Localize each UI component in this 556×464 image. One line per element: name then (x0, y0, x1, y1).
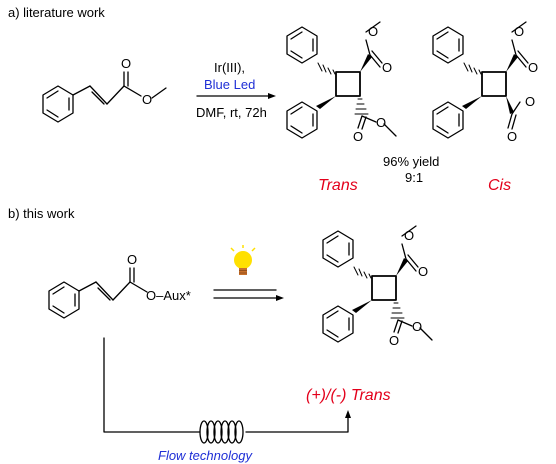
trans-ester-o2: O (382, 60, 392, 75)
reaction-conditions: DMF, rt, 72h (196, 105, 267, 120)
ester-o-label: O (142, 92, 152, 107)
flow-arrowhead (345, 410, 351, 418)
cinnamate-aux-structure (48, 267, 148, 319)
trans-ester-o1: O (368, 24, 378, 39)
flow-line-right (245, 417, 349, 433)
section-a-label: a) literature work (8, 5, 105, 20)
light-bulb-icon (230, 245, 256, 275)
cis-ester-o2: O (528, 60, 538, 75)
prodb-ester-o2: O (418, 264, 428, 279)
yield-label: 96% yield (383, 154, 439, 169)
enantiomer-label: (+)/(-) Trans (306, 387, 391, 404)
flow-line-left (103, 337, 201, 433)
prodb-ester-o1: O (404, 228, 414, 243)
arrowhead-a (268, 93, 276, 99)
trans-ester-o4: O (376, 115, 386, 130)
prodb-ester-o4: O (412, 319, 422, 334)
flow-coil-icon (199, 420, 244, 444)
carbonyl-o-label: O (121, 56, 131, 71)
cis-ester-o3: O (507, 129, 517, 144)
aux-carbonyl-o: O (127, 252, 137, 267)
prodb-ester-o3: O (389, 333, 399, 348)
ratio-label: 9:1 (405, 170, 423, 185)
trans-label: Trans (318, 177, 358, 194)
reagent-light: Blue Led (204, 77, 255, 92)
cis-label: Cis (488, 177, 511, 194)
section-b-label: b) this work (8, 206, 75, 221)
aux-label: O–Aux* (146, 288, 191, 303)
trans-ester-o3: O (353, 129, 363, 144)
flow-technology-label: Flow technology (158, 448, 253, 463)
methyl-cinnamate-structure (42, 71, 167, 123)
arrowhead-b (276, 295, 284, 301)
reagent-catalyst: Ir(III), (214, 60, 245, 75)
cis-product-structure (433, 22, 528, 138)
cis-ester-o4: O (525, 94, 535, 109)
cis-ester-o1: O (514, 24, 524, 39)
